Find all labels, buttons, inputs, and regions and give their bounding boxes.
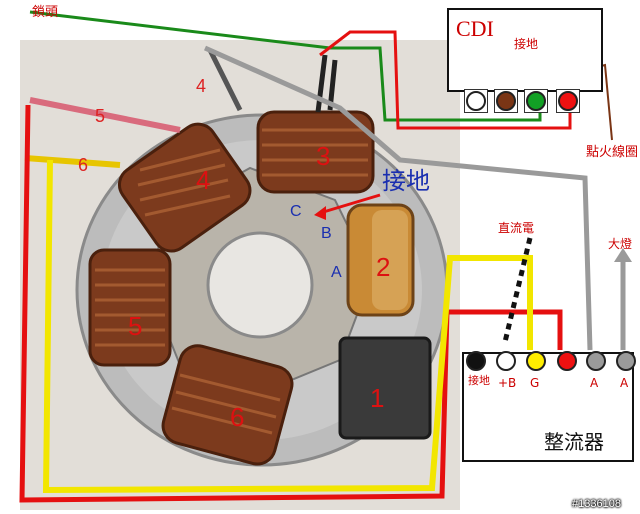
regulator-terminal-red — [557, 351, 577, 371]
coil-number-5: 5 — [128, 311, 143, 341]
reg-label-a1: A — [590, 376, 599, 390]
headlight-label: 大燈 — [608, 237, 633, 251]
coil-4 — [117, 122, 252, 253]
wire-number-6: 6 — [78, 155, 89, 175]
wire-number-4: 4 — [196, 76, 207, 96]
cdi-title: CDI — [456, 16, 494, 41]
regulator-terminal-white — [496, 351, 516, 371]
watermark: #1336108 — [572, 498, 621, 510]
regulator-terminal-gray-2 — [616, 351, 636, 371]
reg-label-a2: A — [620, 376, 629, 390]
regulator-terminal-gray-1 — [586, 351, 606, 371]
reg-label-ground: 接地 — [468, 374, 490, 387]
coil-2 — [346, 203, 415, 317]
coil-number-1: 1 — [370, 383, 385, 413]
cdi-terminal-brown — [496, 91, 516, 111]
coil-number-6: 6 — [230, 402, 245, 432]
lock-label: 鎖頭 — [32, 5, 59, 20]
cdi-terminal-white — [466, 91, 486, 111]
cdi-terminal-red — [558, 91, 578, 111]
point-b-label: B — [321, 225, 332, 242]
coil-6 — [161, 344, 294, 466]
point-a-label: A — [331, 264, 342, 281]
coil-3 — [256, 110, 375, 194]
coil-number-4: 4 — [196, 165, 211, 195]
reg-label-g: G — [530, 376, 540, 390]
reg-label-plus-b: +B — [498, 376, 517, 390]
regulator-terminal-yellow — [526, 351, 546, 371]
coil-5 — [88, 248, 172, 367]
ignition-coil-label: 點火線圈 — [586, 145, 639, 160]
regulator-box: 整流器 — [462, 352, 634, 462]
dc-power-label: 直流電 — [498, 221, 535, 235]
regulator-terminal-black — [466, 351, 486, 371]
point-c-label: C — [290, 203, 302, 220]
pickup-coil-1 — [338, 336, 432, 440]
coil-number-3: 3 — [316, 141, 331, 171]
coil-number-2: 2 — [376, 252, 391, 282]
regulator-title: 整流器 — [544, 430, 604, 454]
ground-label-large: 接地 — [382, 168, 430, 195]
cdi-ground-label: 接地 — [514, 37, 539, 51]
cdi-box: CDI 接地 — [447, 8, 603, 92]
cdi-terminal-green — [526, 91, 546, 111]
wire-number-5: 5 — [95, 106, 106, 126]
